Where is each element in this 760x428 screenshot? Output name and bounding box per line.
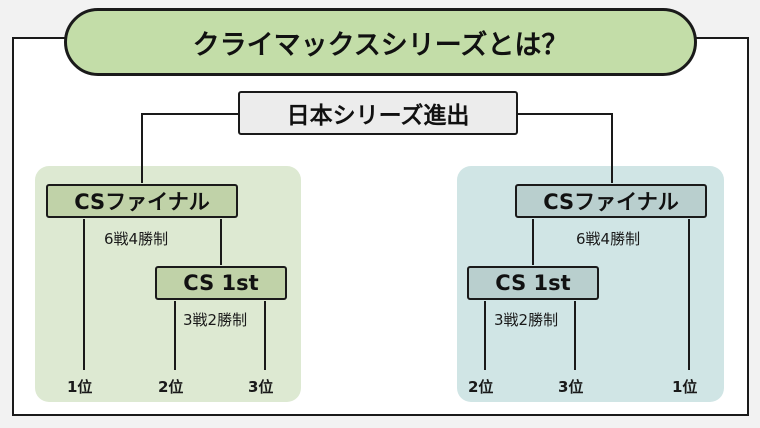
left-cs-first-box: CS 1st bbox=[155, 266, 287, 300]
right-cs-final-box: CSファイナル bbox=[515, 184, 707, 218]
right-cs-final-format: 6戦4勝制 bbox=[576, 230, 641, 248]
right-cs-first-format: 3戦2勝制 bbox=[494, 311, 559, 329]
connector-right-top bbox=[518, 113, 613, 183]
left-seed-1: 1位 bbox=[67, 378, 93, 396]
right-cs-first-box: CS 1st bbox=[467, 266, 599, 300]
page-title: クライマックスシリーズとは？ bbox=[64, 8, 697, 76]
left-cs-first-format: 3戦2勝制 bbox=[183, 311, 248, 329]
right-seed-2: 2位 bbox=[468, 378, 494, 396]
japan-series-box: 日本シリーズ進出 bbox=[238, 91, 518, 135]
left-cs-final-box: CSファイナル bbox=[46, 184, 238, 218]
left-cs-final-format: 6戦4勝制 bbox=[104, 230, 169, 248]
left-seed-2: 2位 bbox=[158, 378, 184, 396]
right-seed-1: 1位 bbox=[672, 378, 698, 396]
left-seed-3: 3位 bbox=[248, 378, 274, 396]
connector-left-top bbox=[141, 113, 238, 183]
right-seed-3: 3位 bbox=[558, 378, 584, 396]
